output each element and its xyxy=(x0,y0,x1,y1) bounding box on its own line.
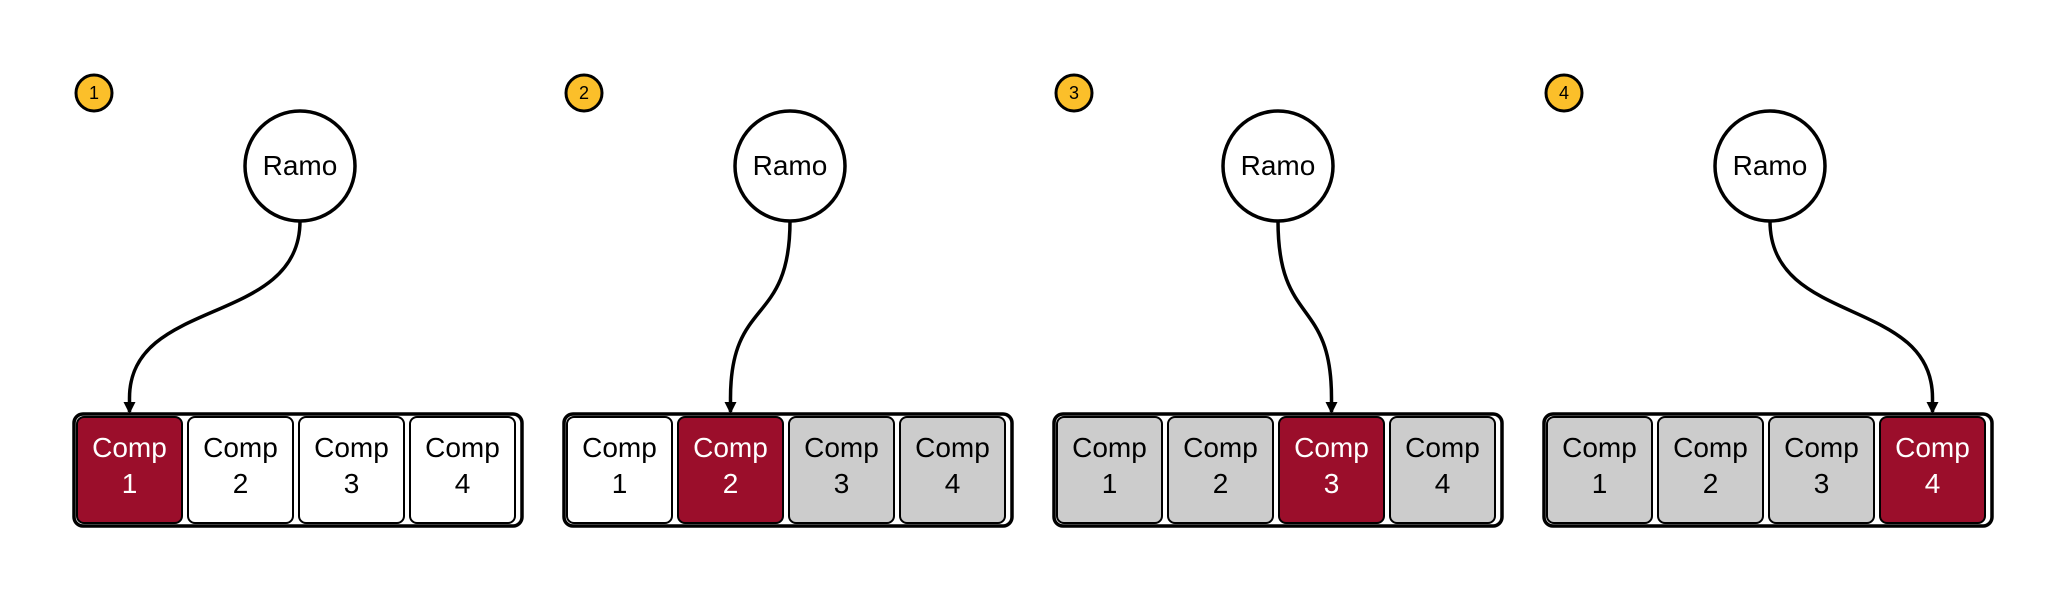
step-badge: 1 xyxy=(74,73,114,113)
component-cell-1: Comp 1 xyxy=(1546,416,1653,524)
pointer-arrow xyxy=(1768,220,1939,414)
component-strip: Comp 1 Comp 2 Comp 3 Comp 4 xyxy=(1052,412,1504,528)
component-cell-4: Comp 4 xyxy=(1389,416,1496,524)
component-cell-line1: Comp xyxy=(425,432,500,463)
component-cell-4: Comp 4 xyxy=(1879,416,1986,524)
component-cell-line1: Comp xyxy=(1562,432,1637,463)
ramo-node-label: Ramo xyxy=(1733,150,1808,181)
component-cell-3: Comp 3 xyxy=(1278,416,1385,524)
component-cell-line2: 3 xyxy=(344,468,360,499)
step-badge-number: 3 xyxy=(1069,83,1079,103)
component-cell-3: Comp 3 xyxy=(298,416,405,524)
component-cell-line2: 2 xyxy=(1213,468,1229,499)
step-badge-number: 2 xyxy=(579,83,589,103)
component-cell-line2: 4 xyxy=(945,468,961,499)
component-cell-line1: Comp xyxy=(693,432,768,463)
component-strip-frame xyxy=(72,412,524,528)
pointer-arrow xyxy=(123,220,302,414)
component-cell-line2: 2 xyxy=(233,468,249,499)
component-cell-line1: Comp xyxy=(915,432,990,463)
ramo-node: Ramo xyxy=(243,109,357,223)
component-cell-line1: Comp xyxy=(804,432,879,463)
ramo-node: Ramo xyxy=(733,109,847,223)
component-cell-line2: 3 xyxy=(1814,468,1830,499)
ramo-node: Ramo xyxy=(1221,109,1335,223)
component-strip: Comp 1 Comp 2 Comp 3 Comp 4 xyxy=(72,412,524,528)
pointer-arrow xyxy=(1276,220,1338,414)
component-strip-frame xyxy=(1052,412,1504,528)
step-badge-number: 4 xyxy=(1559,83,1569,103)
component-cell-2: Comp 2 xyxy=(1167,416,1274,524)
component-cell-line2: 3 xyxy=(834,468,850,499)
component-cell-line1: Comp xyxy=(314,432,389,463)
component-cell-2: Comp 2 xyxy=(187,416,294,524)
pointer-arrow xyxy=(724,220,792,414)
step-badge: 3 xyxy=(1054,73,1094,113)
component-cell-line1: Comp xyxy=(92,432,167,463)
component-cell-line2: 3 xyxy=(1324,468,1340,499)
component-cell-line1: Comp xyxy=(203,432,278,463)
component-cell-4: Comp 4 xyxy=(409,416,516,524)
component-cell-line2: 4 xyxy=(455,468,471,499)
component-cell-2: Comp 2 xyxy=(677,416,784,524)
component-cell-line1: Comp xyxy=(1673,432,1748,463)
ramo-node-label: Ramo xyxy=(1241,150,1316,181)
step-badge: 2 xyxy=(564,73,604,113)
component-cell-line1: Comp xyxy=(1294,432,1369,463)
component-strip: Comp 1 Comp 2 Comp 3 Comp 4 xyxy=(1542,412,1994,528)
component-cell-line1: Comp xyxy=(1895,432,1970,463)
component-strip-frame xyxy=(1542,412,1994,528)
component-cell-1: Comp 1 xyxy=(566,416,673,524)
component-strip-frame xyxy=(562,412,1014,528)
component-cell-3: Comp 3 xyxy=(1768,416,1875,524)
component-cell-line1: Comp xyxy=(1072,432,1147,463)
component-cell-3: Comp 3 xyxy=(788,416,895,524)
step-badge: 4 xyxy=(1544,73,1584,113)
component-cell-1: Comp 1 xyxy=(1056,416,1163,524)
component-cell-line1: Comp xyxy=(1405,432,1480,463)
component-cell-line2: 1 xyxy=(122,468,138,499)
component-cell-line2: 1 xyxy=(1592,468,1608,499)
component-cell-2: Comp 2 xyxy=(1657,416,1764,524)
component-cell-1: Comp 1 xyxy=(76,416,183,524)
component-cell-line2: 4 xyxy=(1925,468,1941,499)
component-cell-line2: 1 xyxy=(612,468,628,499)
component-cell-line2: 2 xyxy=(1703,468,1719,499)
component-cell-line2: 2 xyxy=(723,468,739,499)
component-cell-line2: 4 xyxy=(1435,468,1451,499)
component-strip: Comp 1 Comp 2 Comp 3 Comp 4 xyxy=(562,412,1014,528)
component-cell-line1: Comp xyxy=(582,432,657,463)
ramo-node-label: Ramo xyxy=(753,150,828,181)
ramo-node: Ramo xyxy=(1713,109,1827,223)
component-cell-line1: Comp xyxy=(1784,432,1859,463)
step-badge-number: 1 xyxy=(89,83,99,103)
component-cell-line1: Comp xyxy=(1183,432,1258,463)
ramo-node-label: Ramo xyxy=(263,150,338,181)
component-cell-line2: 1 xyxy=(1102,468,1118,499)
component-cell-4: Comp 4 xyxy=(899,416,1006,524)
